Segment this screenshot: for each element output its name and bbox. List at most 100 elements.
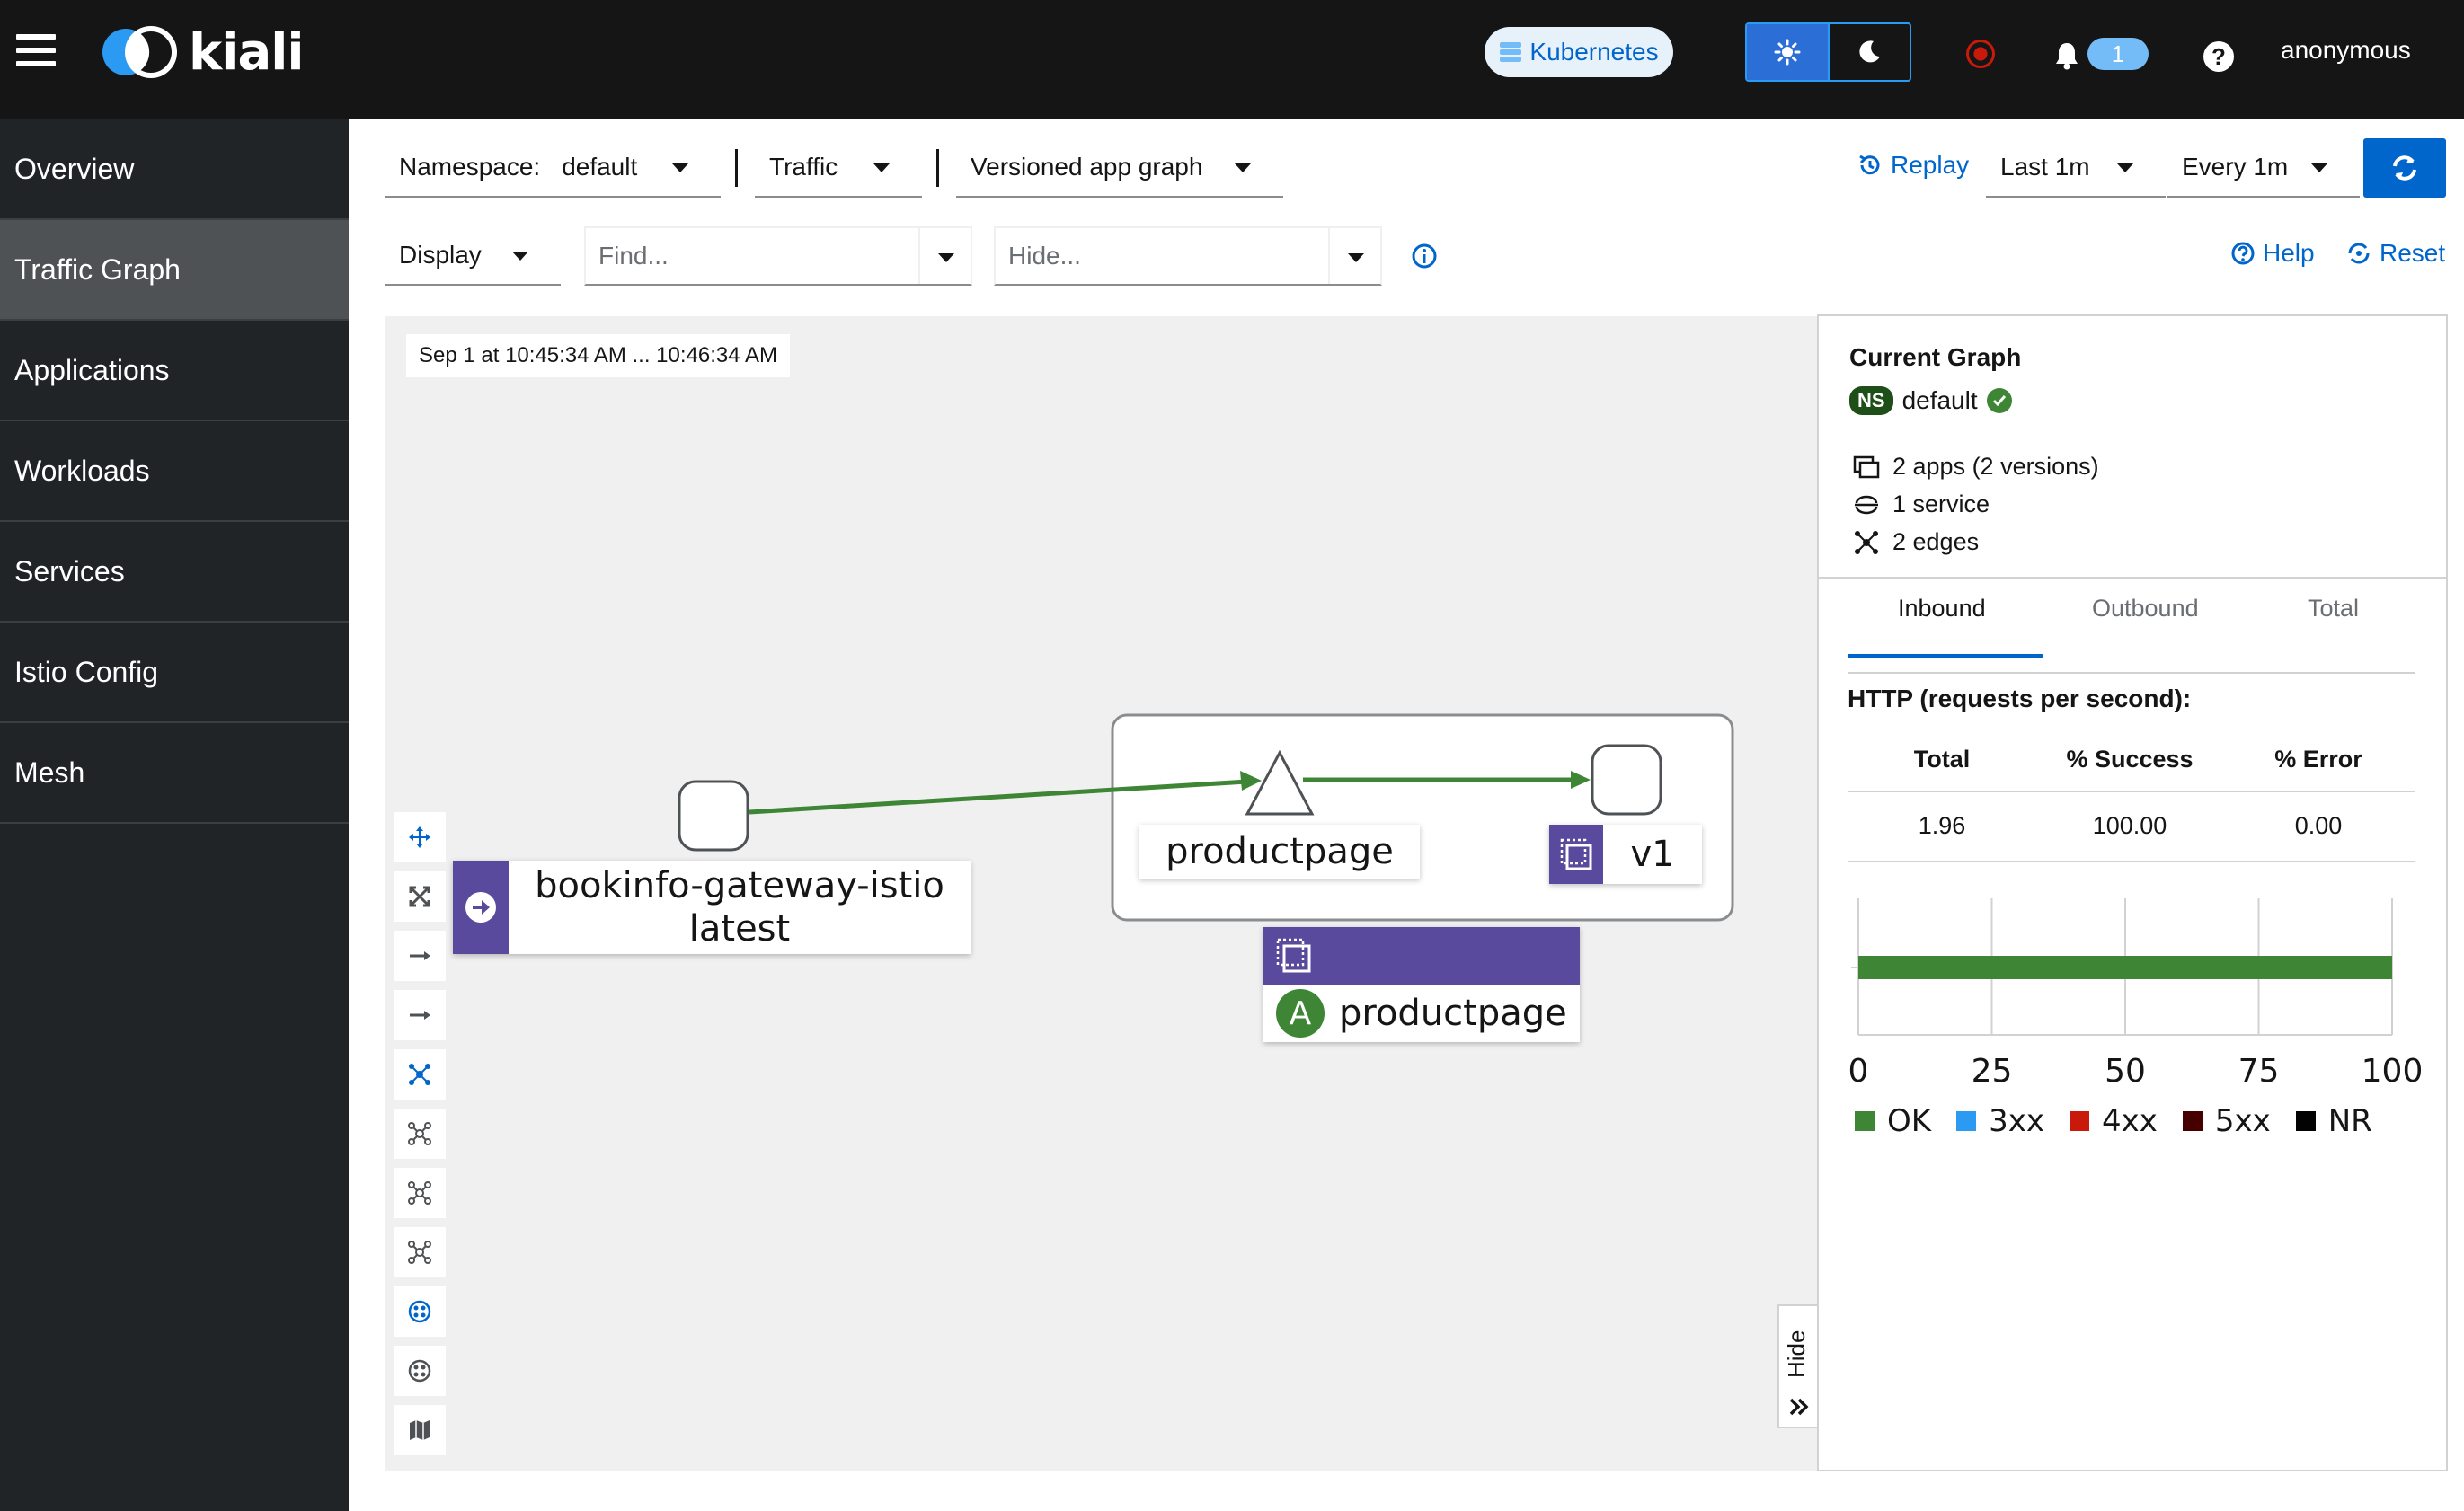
workload-node-label[interactable]: v1 [1549, 825, 1702, 884]
sidebar-item-services[interactable]: Services [0, 522, 349, 623]
namespace-dropdown[interactable]: Namespace: default [385, 138, 721, 198]
hide-dropdown-icon[interactable] [1348, 253, 1364, 262]
reset-icon [2348, 243, 2370, 264]
toolbar-divider [735, 149, 738, 187]
namespace-layout-icon[interactable] [394, 1286, 446, 1337]
kiali-logo[interactable]: kiali [99, 22, 305, 82]
workload-node[interactable] [1591, 744, 1662, 816]
sidebar-item-overview[interactable]: Overview [0, 119, 349, 220]
refresh-interval-dropdown[interactable]: Every 1m [2167, 138, 2360, 198]
refresh-button[interactable] [2363, 138, 2446, 198]
namespace-badge: NS [1849, 386, 1893, 415]
namespace-name[interactable]: default [1901, 386, 1978, 414]
tab-outbound[interactable]: Outbound [2092, 595, 2199, 622]
services-count: 1 service [1892, 490, 1990, 517]
sidebar-item-applications[interactable]: Applications [0, 321, 349, 421]
hide-input[interactable]: Hide... [994, 226, 1382, 286]
reset-link[interactable]: Reset [2345, 239, 2445, 268]
http-traffic-title: HTTP (requests per second): [1848, 685, 2192, 712]
tab-total[interactable]: Total [2308, 595, 2360, 622]
map-legend-icon[interactable] [394, 1405, 446, 1455]
layout-grid-icon[interactable] [394, 1227, 446, 1277]
help-label: Help [2263, 239, 2315, 267]
app-name: productpage [1339, 993, 1567, 1034]
layout-left-right-icon[interactable] [394, 931, 446, 981]
sync-icon [2393, 155, 2416, 181]
graph-type-label: Versioned app graph [971, 153, 1203, 181]
pan-zoom-icon[interactable] [394, 812, 446, 862]
replay-button[interactable]: Replay [1857, 151, 1969, 180]
service-node[interactable] [1245, 749, 1315, 816]
sidebar-item-mesh[interactable]: Mesh [0, 723, 349, 824]
kiali-logo-icon [102, 26, 177, 78]
display-label: Display [399, 241, 482, 269]
legend-label-5xx: 5xx [2214, 1103, 2271, 1139]
layout-arrow-icon[interactable] [394, 990, 446, 1040]
applications-icon [1853, 455, 1880, 478]
info-icon[interactable] [1411, 243, 1438, 270]
chart-legend: OK 3xx 4xx 5xx NR [1855, 1103, 2398, 1139]
namespace-box-icon[interactable] [394, 1346, 446, 1396]
sidebar-item-traffic-graph[interactable]: Traffic Graph [0, 220, 349, 321]
namespace-label: Namespace: [399, 153, 541, 181]
namespace-value: default [562, 153, 638, 181]
expand-icon[interactable] [394, 871, 446, 922]
service-node-label[interactable]: productpage [1139, 825, 1420, 879]
layout-cola-icon[interactable] [394, 1168, 446, 1218]
table-header-success: % Success [2066, 746, 2194, 773]
find-dropdown-icon[interactable] [938, 253, 954, 262]
notification-count-badge[interactable]: 1 [2087, 38, 2149, 70]
traffic-dropdown[interactable]: Traffic [755, 138, 922, 198]
user-menu[interactable]: anonymous [2281, 36, 2411, 64]
summary-edges: 2 edges [1853, 528, 1979, 556]
gateway-node[interactable] [678, 780, 749, 852]
namespace-row: NS default [1849, 386, 2012, 415]
menu-toggle-icon[interactable] [16, 34, 56, 66]
logo-text: kiali [189, 22, 305, 82]
light-theme-button[interactable] [1747, 24, 1828, 80]
display-dropdown[interactable]: Display [385, 226, 561, 286]
table-header-total: Total [1913, 746, 1971, 773]
help-link[interactable]: Help [2230, 239, 2315, 268]
masthead: kiali Kubernetes [0, 0, 2464, 119]
find-placeholder: Find... [598, 242, 669, 270]
app-node-label[interactable]: A productpage [1263, 927, 1580, 1042]
legend-swatch-ok [1855, 1111, 1875, 1131]
cluster-status-icon[interactable] [1966, 40, 1995, 68]
find-input[interactable]: Find... [584, 226, 972, 286]
chevron-down-icon [2311, 163, 2327, 172]
layout-dagre-icon[interactable] [394, 1049, 446, 1100]
sidebar-item-istio-config[interactable]: Istio Config [0, 623, 349, 723]
x-tick-label-100: 100 [2361, 1053, 2424, 1090]
hide-panel-tab[interactable]: Hide [1777, 1304, 1817, 1428]
hide-placeholder: Hide... [1008, 242, 1081, 270]
tab-inbound[interactable]: Inbound [1898, 595, 1986, 622]
duration-dropdown[interactable]: Last 1m [1986, 138, 2166, 198]
history-icon [1859, 155, 1880, 175]
layout-cose-icon[interactable] [394, 1109, 446, 1159]
gateway-version: latest [688, 908, 791, 950]
legend-swatch-4xx [2069, 1111, 2089, 1131]
toolbar-divider [936, 149, 939, 187]
cluster-name: Kubernetes [1529, 38, 1659, 66]
table-header-divider [1848, 791, 2415, 792]
help-icon[interactable]: ? [2203, 41, 2234, 72]
cluster-badge[interactable]: Kubernetes [1485, 27, 1673, 77]
replay-label: Replay [1891, 151, 1970, 179]
dark-theme-button[interactable] [1827, 24, 1910, 80]
edge-productpage-to-v1[interactable] [1303, 771, 1591, 789]
bar-ok[interactable] [1858, 956, 2392, 979]
sidebar-item-workloads[interactable]: Workloads [0, 421, 349, 522]
legend-swatch-nr [2295, 1111, 2316, 1131]
table-cell-success: 100.00 [2092, 812, 2167, 839]
graph-timestamp: Sep 1 at 10:45:34 AM ... 10:46:34 AM [406, 334, 790, 377]
graph-type-dropdown[interactable]: Versioned app graph [956, 138, 1283, 198]
legend-swatch-3xx [1956, 1111, 1977, 1131]
bell-icon[interactable] [2054, 41, 2079, 70]
workload-icon [1560, 838, 1592, 870]
refresh-interval-label: Every 1m [2182, 153, 2289, 181]
summary-apps: 2 apps (2 versions) [1853, 453, 2099, 481]
workload-version: v1 [1630, 834, 1675, 875]
edge-gateway-to-productpage[interactable] [749, 771, 1262, 815]
gateway-node-label[interactable]: bookinfo-gateway-istio latest [453, 861, 971, 954]
